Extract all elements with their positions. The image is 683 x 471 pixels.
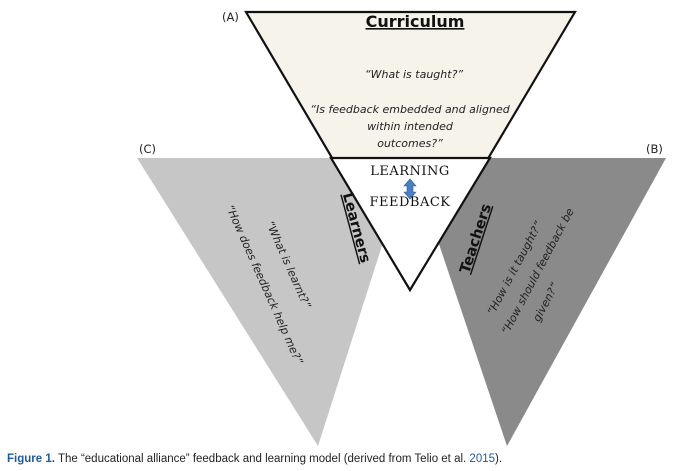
label-c: (C) bbox=[139, 142, 156, 156]
curriculum-question-2-line-1: “Is feedback embedded and aligned bbox=[310, 103, 510, 116]
center-overlap-triangle bbox=[329, 156, 492, 293]
center-feedback-word: FEEDBACK bbox=[369, 195, 450, 210]
curriculum-question-2-line-2: within intended bbox=[367, 120, 454, 133]
double-arrow-icon bbox=[403, 178, 417, 200]
label-a: (A) bbox=[222, 10, 239, 24]
teachers-triangle bbox=[410, 158, 666, 446]
caption-citation-year[interactable]: 2015 bbox=[469, 453, 496, 465]
label-b: (B) bbox=[646, 142, 663, 156]
figure-caption: Figure 1. The “educational alliance” fee… bbox=[7, 453, 502, 465]
curriculum-triangle bbox=[244, 10, 577, 293]
figure-label: Figure 1. bbox=[7, 453, 55, 465]
curriculum-title: Curriculum bbox=[366, 12, 465, 31]
center-learning-word: LEARNING bbox=[370, 164, 450, 179]
curriculum-question-1: “What is taught?” bbox=[365, 68, 464, 81]
caption-end: ). bbox=[495, 453, 503, 465]
learners-triangle bbox=[137, 158, 410, 446]
caption-text: The “educational alliance” feedback and … bbox=[57, 453, 467, 465]
curriculum-question-2-line-3: outcomes?” bbox=[377, 137, 443, 150]
